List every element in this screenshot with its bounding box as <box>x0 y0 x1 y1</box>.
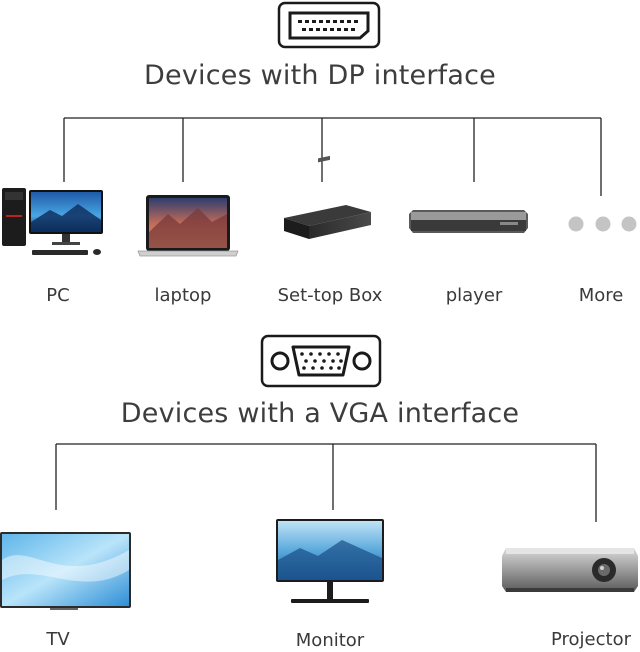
monitor-icon <box>276 519 384 603</box>
set-top-box-icon <box>284 155 371 239</box>
device-label-set-top-box: Set-top Box <box>277 285 383 306</box>
device-label-pc: PC <box>46 285 70 306</box>
dp-tree-lines <box>63 117 602 196</box>
vga-section-title: Devices with a VGA interface <box>120 398 520 429</box>
device-label-tv: TV <box>46 629 70 650</box>
device-label-monitor: Monitor <box>295 630 365 651</box>
projector-icon <box>502 548 638 592</box>
tv-icon <box>0 532 131 610</box>
device-label-laptop: laptop <box>154 285 212 306</box>
device-label-more: More <box>578 285 624 306</box>
dp-section-title: Devices with DP interface <box>144 60 496 91</box>
displayport-icon <box>277 1 381 49</box>
laptop-icon <box>137 195 239 257</box>
device-label-player: player <box>445 285 503 306</box>
pc-icon <box>2 188 103 255</box>
vga-icon <box>260 334 382 388</box>
player-icon <box>409 210 528 233</box>
device-label-projector: Projector <box>551 629 631 650</box>
more-dots-icon <box>568 216 637 232</box>
vga-tree-lines <box>55 443 597 522</box>
